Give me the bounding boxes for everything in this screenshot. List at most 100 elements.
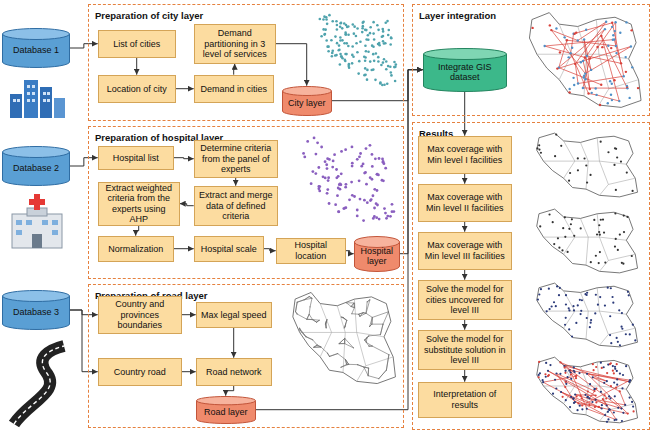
map-dot — [362, 21, 365, 24]
map-dot — [579, 395, 581, 397]
map-dot — [573, 402, 575, 404]
road-line — [300, 328, 306, 337]
road-line — [343, 317, 346, 320]
road-line — [346, 320, 347, 324]
road-line — [365, 338, 367, 340]
map-dot — [365, 183, 368, 186]
node-label: Road network — [206, 367, 262, 377]
province-border — [320, 304, 331, 357]
road-line — [325, 320, 326, 324]
map-dot — [540, 152, 542, 154]
map-dot — [390, 74, 393, 77]
road-line — [343, 317, 346, 320]
map-dot — [368, 346, 369, 347]
process-box: Demand partitioning in 3 level of servic… — [194, 24, 276, 64]
map-dot — [551, 305, 553, 307]
map-dot — [571, 335, 573, 337]
road-line — [557, 46, 631, 68]
road-line — [587, 56, 621, 63]
map-dot — [377, 29, 380, 32]
map-dot — [630, 45, 632, 47]
map-dot — [325, 16, 328, 19]
map-dot — [575, 375, 577, 377]
map-dot — [576, 409, 578, 411]
map-dot — [351, 194, 354, 197]
road-icon — [14, 346, 64, 424]
road-line — [364, 367, 369, 368]
layer-cylinder: Road layer — [196, 396, 256, 424]
map-dot — [620, 161, 622, 163]
map-dot — [364, 74, 367, 77]
road-line — [559, 68, 584, 78]
map-dot — [548, 374, 550, 376]
map-dot — [578, 372, 580, 374]
map-dot — [372, 317, 373, 318]
road-line — [326, 319, 327, 321]
map-dot — [555, 133, 557, 135]
process-box: Extract weighted criteria from the exper… — [98, 182, 180, 226]
map-dot — [366, 337, 367, 338]
node-label: Max coverage with Min level II facilitie… — [422, 192, 508, 213]
map-dot — [570, 378, 572, 380]
map-dot — [544, 373, 546, 375]
map-dot — [331, 52, 334, 55]
map-dot — [337, 353, 338, 354]
map-dot — [377, 56, 380, 59]
road-line — [575, 395, 621, 409]
node-label: Database 1 — [13, 45, 59, 55]
map-dot — [373, 60, 376, 63]
map-dot — [564, 324, 566, 326]
database-cylinder: Database 3 — [2, 290, 70, 330]
map-dot — [394, 80, 397, 83]
map-dot — [372, 53, 375, 56]
map-dot — [345, 324, 346, 325]
map-dot — [540, 288, 542, 290]
map-dot — [317, 185, 320, 188]
map-dot — [612, 38, 614, 40]
road-line — [371, 317, 372, 324]
road-line — [557, 29, 605, 68]
map-dot — [590, 92, 592, 94]
road-line — [345, 360, 348, 365]
map-dot — [382, 30, 385, 33]
road-line — [297, 300, 304, 302]
map-dot — [568, 180, 570, 182]
connector-arrow — [136, 58, 137, 75]
map-dot — [574, 401, 576, 403]
road-line — [325, 320, 327, 324]
map-dot — [369, 144, 372, 147]
map-dot — [624, 56, 626, 58]
map-dot — [604, 261, 606, 263]
map-dot — [600, 219, 602, 221]
map-dot — [319, 320, 320, 321]
map-dot — [326, 167, 329, 170]
map-dot — [376, 189, 379, 192]
map-dot — [313, 347, 314, 348]
map-dot — [594, 312, 596, 314]
road-line — [304, 298, 312, 300]
province-border — [599, 237, 608, 271]
map-dot — [356, 27, 359, 30]
map-dot — [343, 207, 346, 210]
map-dot — [631, 190, 633, 192]
map-dot — [344, 148, 347, 151]
map-dot — [320, 346, 321, 347]
map-dot — [538, 293, 540, 295]
map-dot — [616, 384, 618, 386]
map-dot — [589, 383, 591, 385]
map-dot — [556, 67, 558, 69]
province-border — [332, 306, 346, 333]
iran-map — [319, 14, 398, 86]
map-dot — [367, 34, 370, 37]
map-dot — [365, 50, 368, 53]
map-dot — [386, 83, 389, 86]
map-dot — [344, 33, 347, 36]
map-dot — [587, 396, 589, 398]
map-dot — [616, 363, 618, 365]
map-dot — [324, 160, 327, 163]
map-dot — [316, 322, 317, 323]
map-dot — [622, 374, 624, 376]
map-dot — [600, 84, 602, 86]
map-dot — [570, 396, 572, 398]
map-dot — [326, 188, 329, 191]
